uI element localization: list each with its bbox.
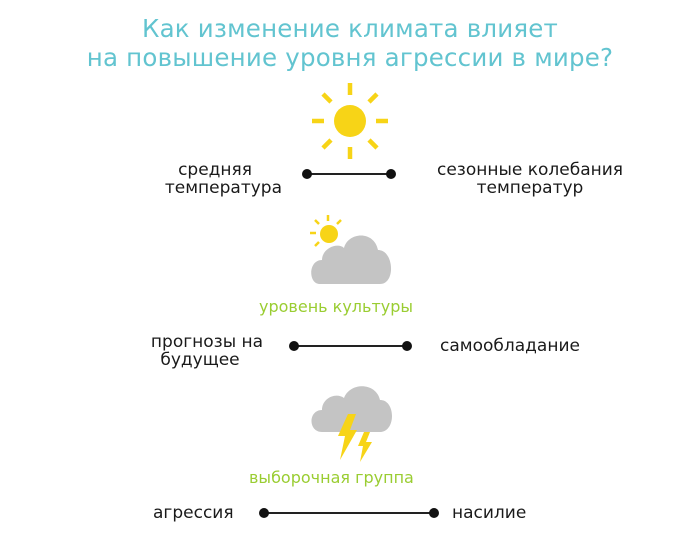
page-title: Как изменение климата влияет на повышени… (0, 14, 700, 72)
label-violence: насилие (452, 503, 527, 523)
connector-1 (302, 169, 396, 179)
connector-dot (289, 341, 299, 351)
connector-line (307, 173, 391, 175)
title-line-2: на повышение уровня агрессии в мире? (86, 43, 614, 72)
connector-dot (429, 508, 439, 518)
label-seasonal-fluctuations: сезонные колебания температур (436, 160, 624, 198)
connector-line (294, 345, 407, 347)
sun-icon (312, 83, 388, 159)
connector-dot (402, 341, 412, 351)
label-self-control: самообладание (440, 336, 580, 356)
storm-cloud-icon (311, 386, 392, 462)
sun-cloud-icon (310, 215, 392, 284)
title-line-1: Как изменение климата влияет (141, 14, 559, 43)
connector-2 (289, 341, 412, 351)
connector-dot (386, 169, 396, 179)
label-aggression: агрессия (153, 503, 234, 523)
label-average-temperature: средняя температура (164, 160, 282, 198)
label-future-forecasts: прогнозы на будущее (150, 332, 264, 370)
heading-sample-group: выборочная группа (249, 468, 414, 487)
connector-3 (259, 508, 439, 518)
connector-dot (259, 508, 269, 518)
connector-dot (302, 169, 312, 179)
connector-line (264, 512, 434, 514)
heading-culture-level: уровень культуры (259, 297, 414, 316)
